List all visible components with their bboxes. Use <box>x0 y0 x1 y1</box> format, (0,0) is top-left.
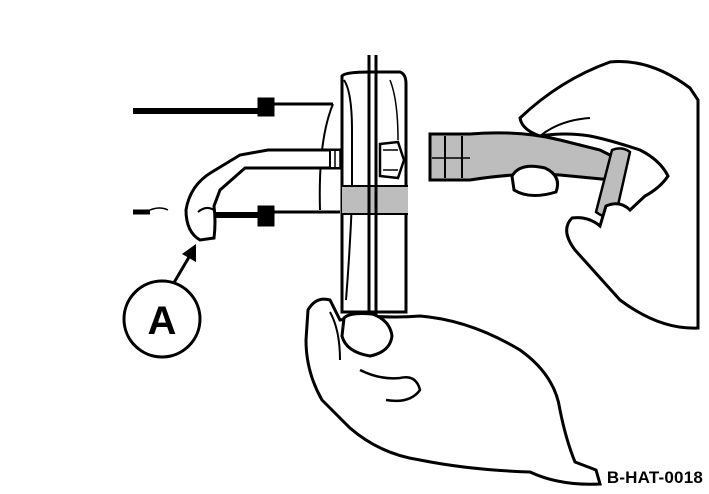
callout-label: A <box>148 299 177 343</box>
figure-code: B-HAT-0018 <box>606 468 703 487</box>
callout-a: A <box>122 244 202 359</box>
wrench-icon <box>428 131 632 218</box>
hook-tool-icon <box>184 148 347 242</box>
flange-icon <box>340 55 408 320</box>
hand-icon-right <box>510 60 700 330</box>
hand-icon-left <box>304 297 602 486</box>
